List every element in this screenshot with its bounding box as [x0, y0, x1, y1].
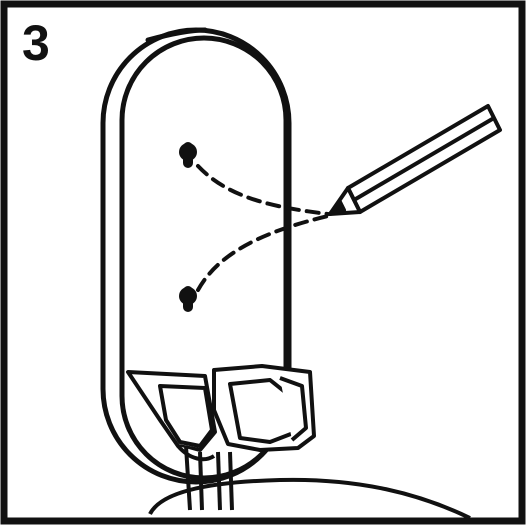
- keyhole-slot-icon: [179, 286, 197, 312]
- mounting-plate: [100, 27, 292, 485]
- keyhole-slot-icon: [179, 142, 197, 168]
- base-curve: [148, 477, 471, 520]
- marking-lines: [196, 164, 330, 292]
- holder-cradle: [126, 364, 316, 462]
- pencil-icon: [328, 104, 502, 216]
- step-number: 3: [22, 15, 50, 71]
